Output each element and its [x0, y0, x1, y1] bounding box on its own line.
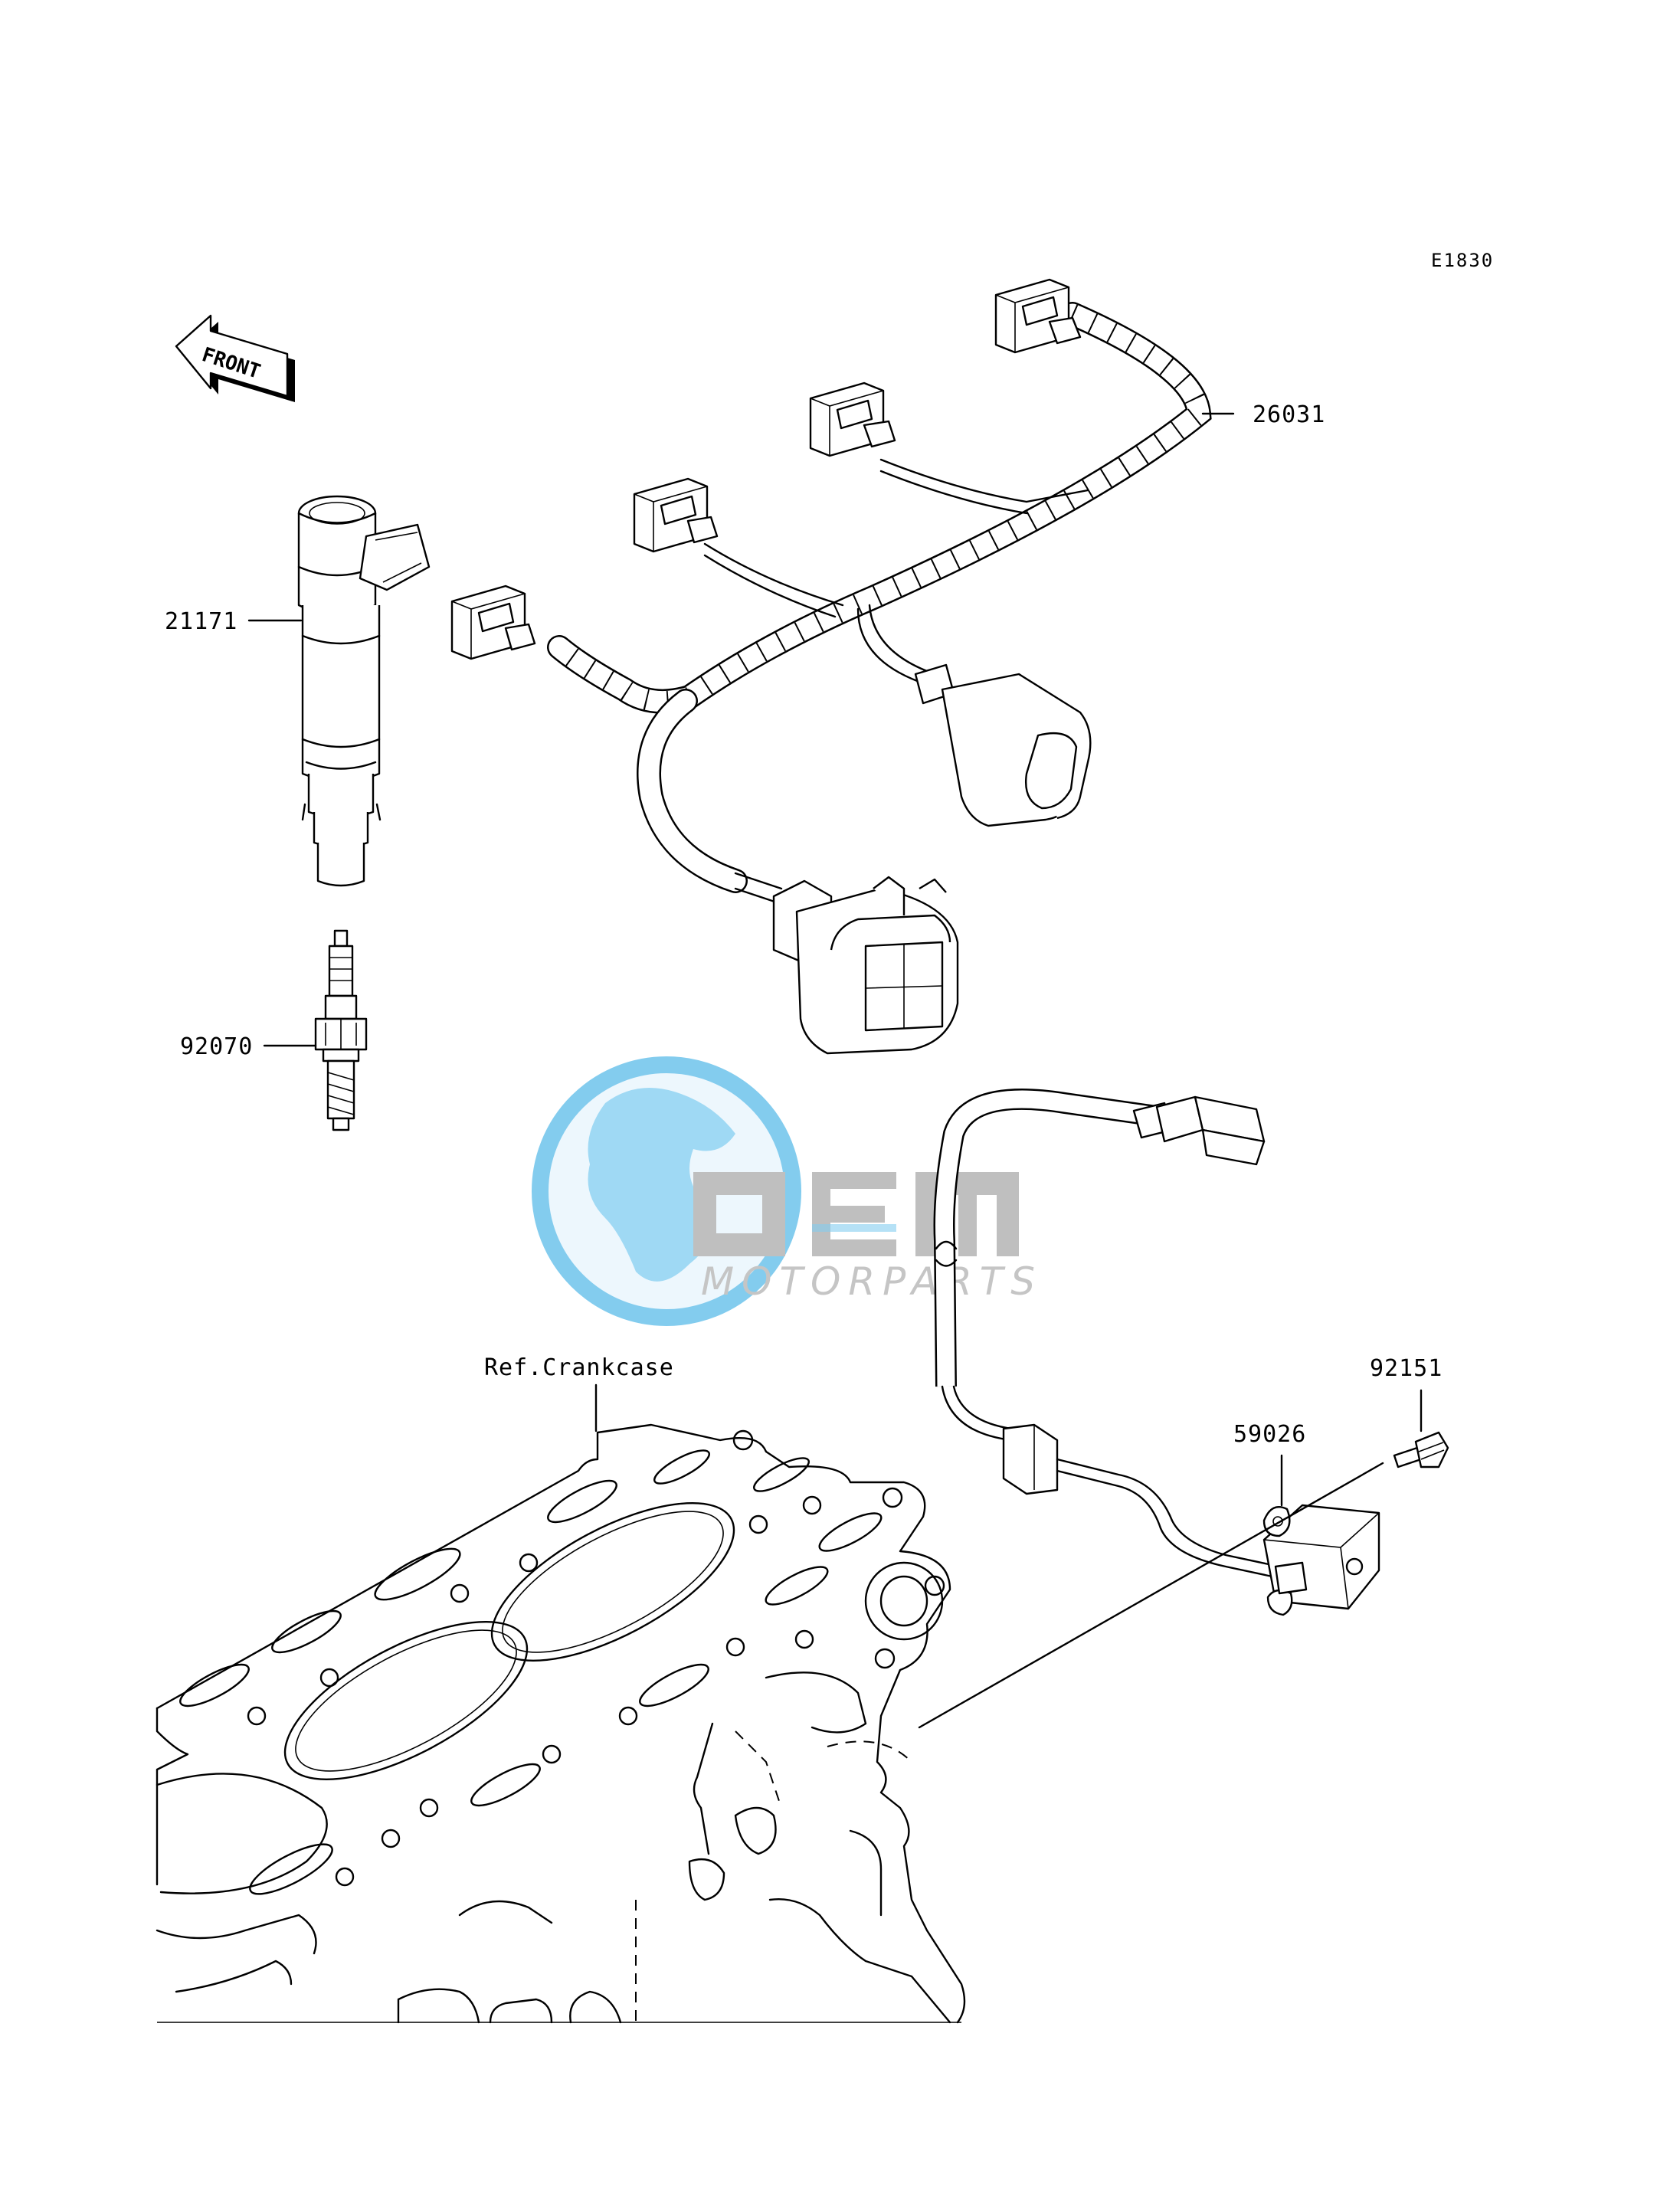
part-label-92070: 92070	[180, 1033, 253, 1060]
harness-connector-rect	[914, 663, 1092, 827]
crankcase-ref-label: Ref.Crankcase	[484, 1354, 674, 1381]
spark-plug	[314, 929, 368, 1131]
diagram-code: E1830	[1431, 250, 1494, 271]
pickup-coil	[933, 1089, 1380, 1616]
watermark-subtitle: MOTORPARTS	[701, 1259, 1043, 1304]
alignment-line	[918, 1462, 1384, 1729]
coil-connector-4	[450, 584, 536, 660]
watermark-logo: MOTORPARTS	[532, 1056, 1043, 1326]
ignition-coil	[297, 495, 431, 887]
part-label-21171: 21171	[165, 608, 237, 635]
front-arrow-icon: FRONT	[175, 314, 295, 402]
coil-connector-3	[633, 477, 719, 553]
coil-connector-1	[994, 278, 1082, 354]
crankcase-reference	[156, 1423, 966, 2024]
part-label-92151: 92151	[1370, 1355, 1443, 1382]
part-label-59026: 59026	[1233, 1421, 1306, 1448]
coil-connector-2	[809, 381, 896, 457]
wire-harness	[450, 278, 1212, 1055]
part-label-26031: 26031	[1253, 401, 1325, 428]
bolt	[1393, 1431, 1449, 1468]
harness-connector-main	[772, 876, 959, 1055]
